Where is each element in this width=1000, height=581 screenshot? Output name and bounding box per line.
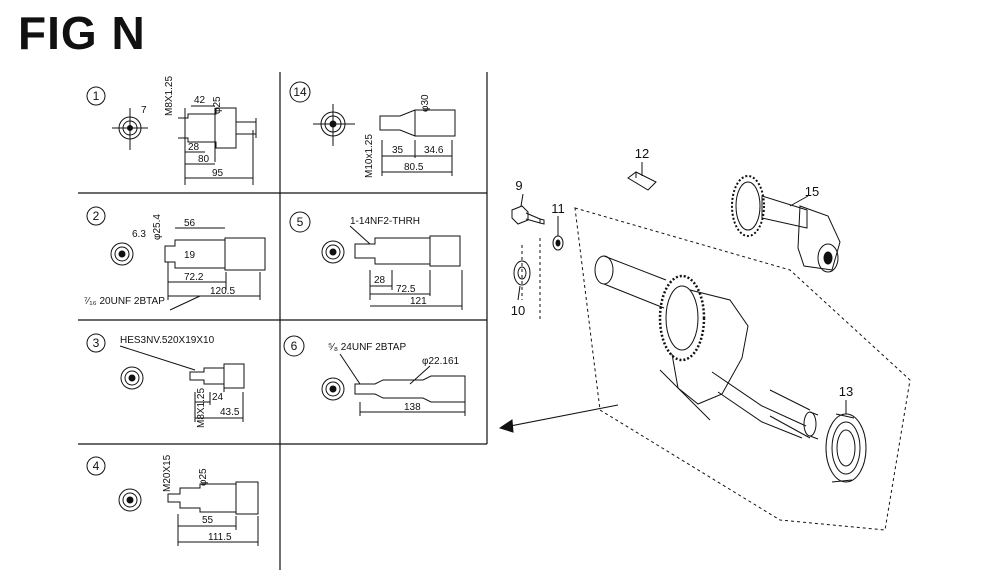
dim-label: 6.3 [132,229,146,240]
dim-label: M20X15 [162,454,173,492]
dim-label: 42 [194,95,206,106]
panel-1: 1 7 M8X1.25 42 φ25 28 80 95 [86,76,257,185]
panel-number: 3 [93,336,100,350]
washer-part [513,260,531,286]
dim-label: φ22.161 [422,356,460,367]
dim-label: 19 [184,250,196,261]
panel-6: 6 ⁵⁄₈ 24UNF 2BTAP φ22.161 138 [283,335,466,416]
dim-label: 95 [212,168,224,179]
dim-label: M10x1.25 [364,134,375,178]
dim-label: 120.5 [210,286,235,297]
dim-label: 72.2 [184,272,204,283]
callout-label: 9 [515,178,522,193]
callout-label: 11 [551,201,565,216]
dim-label: 28 [188,142,200,153]
panel-number: 5 [297,215,304,229]
panel-2: 2 6.3 φ25.4 56 19 72.2 120.5 ⁷⁄₁₆ 20UNF … [84,206,266,311]
dim-label: 7 [141,105,147,116]
callout-label: 10 [511,303,525,318]
panel-number: 14 [293,85,307,99]
dim-label: 56 [184,218,196,229]
dim-label: 111.5 [208,532,232,543]
dim-label: 34.6 [424,145,444,156]
crankshaft-assembly: 9 11 12 15 10 13 [498,146,911,531]
dim-label: 35 [392,145,404,156]
dim-label: 28 [374,275,386,286]
dim-label: 138 [404,402,421,413]
washer-part [552,235,564,251]
arrow-icon [498,419,514,433]
panel-number: 4 [93,459,100,473]
dim-label: φ25 [212,96,223,114]
dim-label: 80.5 [404,162,424,173]
bearing-part [825,413,867,483]
dim-label: 55 [202,515,214,526]
dim-label: M8X1.25 [196,388,207,428]
bolt-part [511,205,545,225]
crankshaft-part [594,255,819,440]
callout-label: 15 [805,184,819,199]
dim-label: φ25.4 [152,214,163,240]
callout-label: 12 [635,146,649,161]
key-part [627,171,657,191]
panel-number: 1 [93,89,100,103]
dim-label: 1-14NF2-THRH [350,216,420,227]
dim-label: 80 [198,154,210,165]
dim-label: 24 [212,392,224,403]
dim-label: HES3NV.520X19X10 [120,335,215,346]
dim-label: 72.5 [396,284,416,295]
panel-5: 5 1-14NF2-THRH 28 72.5 121 [289,211,463,310]
dim-label: M8X1.25 [164,76,175,116]
callout-label: 13 [839,384,853,399]
dim-label: φ25 [198,468,209,486]
panel-14: 14 φ30 M10x1.25 35 34.6 80.5 [289,81,456,178]
panel-3: 3 HES3NV.520X19X10 M8X1.25 24 43.5 [86,333,245,428]
panel-number: 6 [291,339,298,353]
panel-grid [78,72,488,570]
dim-label: 43.5 [220,407,240,418]
dim-label: ⁵⁄₈ 24UNF 2BTAP [328,342,406,353]
figure-title: FIG N [18,7,146,59]
panel-number: 2 [93,209,100,223]
dim-label: φ30 [420,94,431,112]
dim-label: 121 [410,296,427,307]
panel-4: 4 M20X15 φ25 55 111.5 [86,454,259,546]
dim-label: ⁷⁄₁₆ 20UNF 2BTAP [84,296,165,307]
